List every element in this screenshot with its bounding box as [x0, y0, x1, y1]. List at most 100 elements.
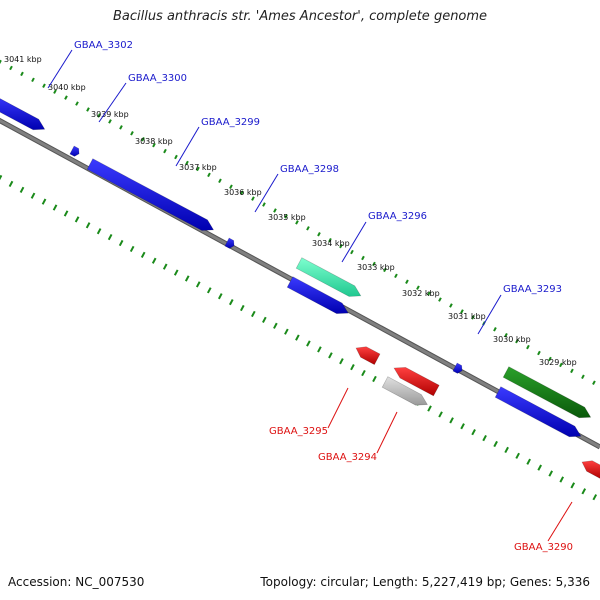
- gc-tick: [460, 309, 464, 314]
- gene-gbaa-3300: [69, 145, 80, 157]
- gene-gbaa-3295: [355, 346, 381, 366]
- scale-label: 3040 kbp: [48, 83, 86, 92]
- gc-tick: [19, 186, 25, 193]
- gc-tick: [97, 113, 101, 118]
- scale-label: 3038 kbp: [135, 137, 173, 146]
- leader-line: [47, 49, 73, 89]
- gc-tick: [317, 346, 322, 353]
- gc-tick: [383, 267, 387, 273]
- gc-tick: [9, 65, 13, 71]
- gc-tick: [526, 458, 531, 465]
- gc-tick: [53, 89, 57, 94]
- gc-ticks-lower: [0, 174, 598, 501]
- scale-label: 3039 kbp: [91, 110, 129, 119]
- gc-tick: [52, 204, 58, 211]
- gc-tick: [173, 269, 179, 276]
- gc-tick: [63, 210, 69, 217]
- leader-line: [376, 411, 398, 454]
- gc-tick: [229, 184, 233, 189]
- gc-tick: [217, 293, 223, 300]
- gc-tick: [493, 327, 497, 332]
- gc-tick: [119, 125, 123, 130]
- scale-label: 3031 kbp: [448, 312, 486, 321]
- gene-gbaa-3302: [0, 98, 46, 131]
- genome-title: Bacillus anthracis str. 'Ames Ancestor',…: [112, 9, 488, 24]
- gc-tick: [592, 380, 596, 385]
- leader-line: [477, 294, 502, 335]
- gc-tick: [64, 95, 68, 100]
- gc-tick: [526, 344, 530, 350]
- gc-tick: [449, 303, 453, 308]
- gc-tick: [350, 249, 354, 255]
- gc-tick: [30, 192, 36, 199]
- gene-gbaa-3298: [224, 237, 235, 249]
- gc-tick: [218, 178, 222, 184]
- gene-features: [0, 98, 600, 479]
- gc-tick: [129, 245, 135, 253]
- gc-tick: [537, 464, 542, 471]
- gc-tick: [471, 429, 476, 436]
- gc-tick: [74, 216, 80, 223]
- gc-tick: [251, 196, 255, 201]
- gc-ticks-upper: [0, 59, 596, 385]
- gene-gbaa-3293-marker: [452, 362, 463, 374]
- feature-green: [502, 366, 592, 419]
- gc-tick: [361, 369, 366, 377]
- gc-tick: [85, 222, 91, 229]
- gc-tick: [317, 232, 321, 237]
- gc-tick: [559, 476, 565, 483]
- gc-tick: [0, 174, 3, 181]
- gc-tick: [195, 281, 201, 288]
- accession-text: Accession: NC_007530: [8, 575, 145, 589]
- gc-tick: [438, 297, 442, 302]
- leader-line: [254, 173, 279, 213]
- gc-tick: [206, 287, 212, 294]
- gc-skew-ticks: [0, 59, 598, 501]
- gc-tick: [581, 374, 585, 380]
- gc-tick: [107, 233, 113, 241]
- gc-tick: [515, 338, 519, 344]
- gc-tick: [240, 304, 245, 312]
- scale-label: 3037 kbp: [179, 163, 217, 172]
- scale-label: 3034 kbp: [312, 239, 350, 248]
- leader-line: [175, 126, 200, 167]
- gc-tick: [493, 440, 498, 448]
- gene-label: GBAA_3300: [128, 73, 187, 84]
- gc-tick: [361, 255, 365, 261]
- gc-tick: [185, 160, 189, 166]
- gc-tick: [482, 434, 487, 442]
- gc-tick: [130, 131, 134, 136]
- gc-tick: [284, 328, 289, 335]
- gc-tick: [394, 273, 398, 279]
- gene-label: GBAA_3295: [269, 426, 328, 437]
- gc-tick: [405, 279, 409, 284]
- gc-tick: [339, 243, 343, 249]
- gc-tick: [75, 101, 79, 106]
- scale-label: 3029 kbp: [539, 358, 577, 367]
- gc-tick: [86, 107, 90, 112]
- gc-tick: [41, 198, 47, 205]
- gc-tick: [141, 136, 145, 142]
- gc-tick: [229, 299, 234, 306]
- gc-tick: [592, 494, 598, 501]
- feature-gray: [381, 376, 428, 406]
- gc-tick: [251, 310, 256, 318]
- gc-tick: [196, 166, 200, 172]
- leader-line: [547, 501, 573, 542]
- gc-tick: [372, 261, 376, 267]
- gc-tick: [140, 251, 146, 258]
- gc-tick: [438, 411, 443, 418]
- gc-tick: [0, 59, 2, 65]
- leader-line: [327, 387, 349, 429]
- gc-tick: [162, 263, 168, 270]
- scale-label: 3033 kbp: [357, 263, 395, 272]
- leader-line: [98, 82, 127, 123]
- gc-tick: [31, 77, 35, 83]
- gc-tick: [339, 358, 344, 365]
- gc-tick: [295, 334, 300, 341]
- gene-gbaa-3294: [393, 367, 440, 397]
- gene-gbaa-3293-blue: [494, 386, 582, 438]
- gc-tick: [284, 214, 288, 219]
- gene-label: GBAA_3302: [74, 40, 133, 51]
